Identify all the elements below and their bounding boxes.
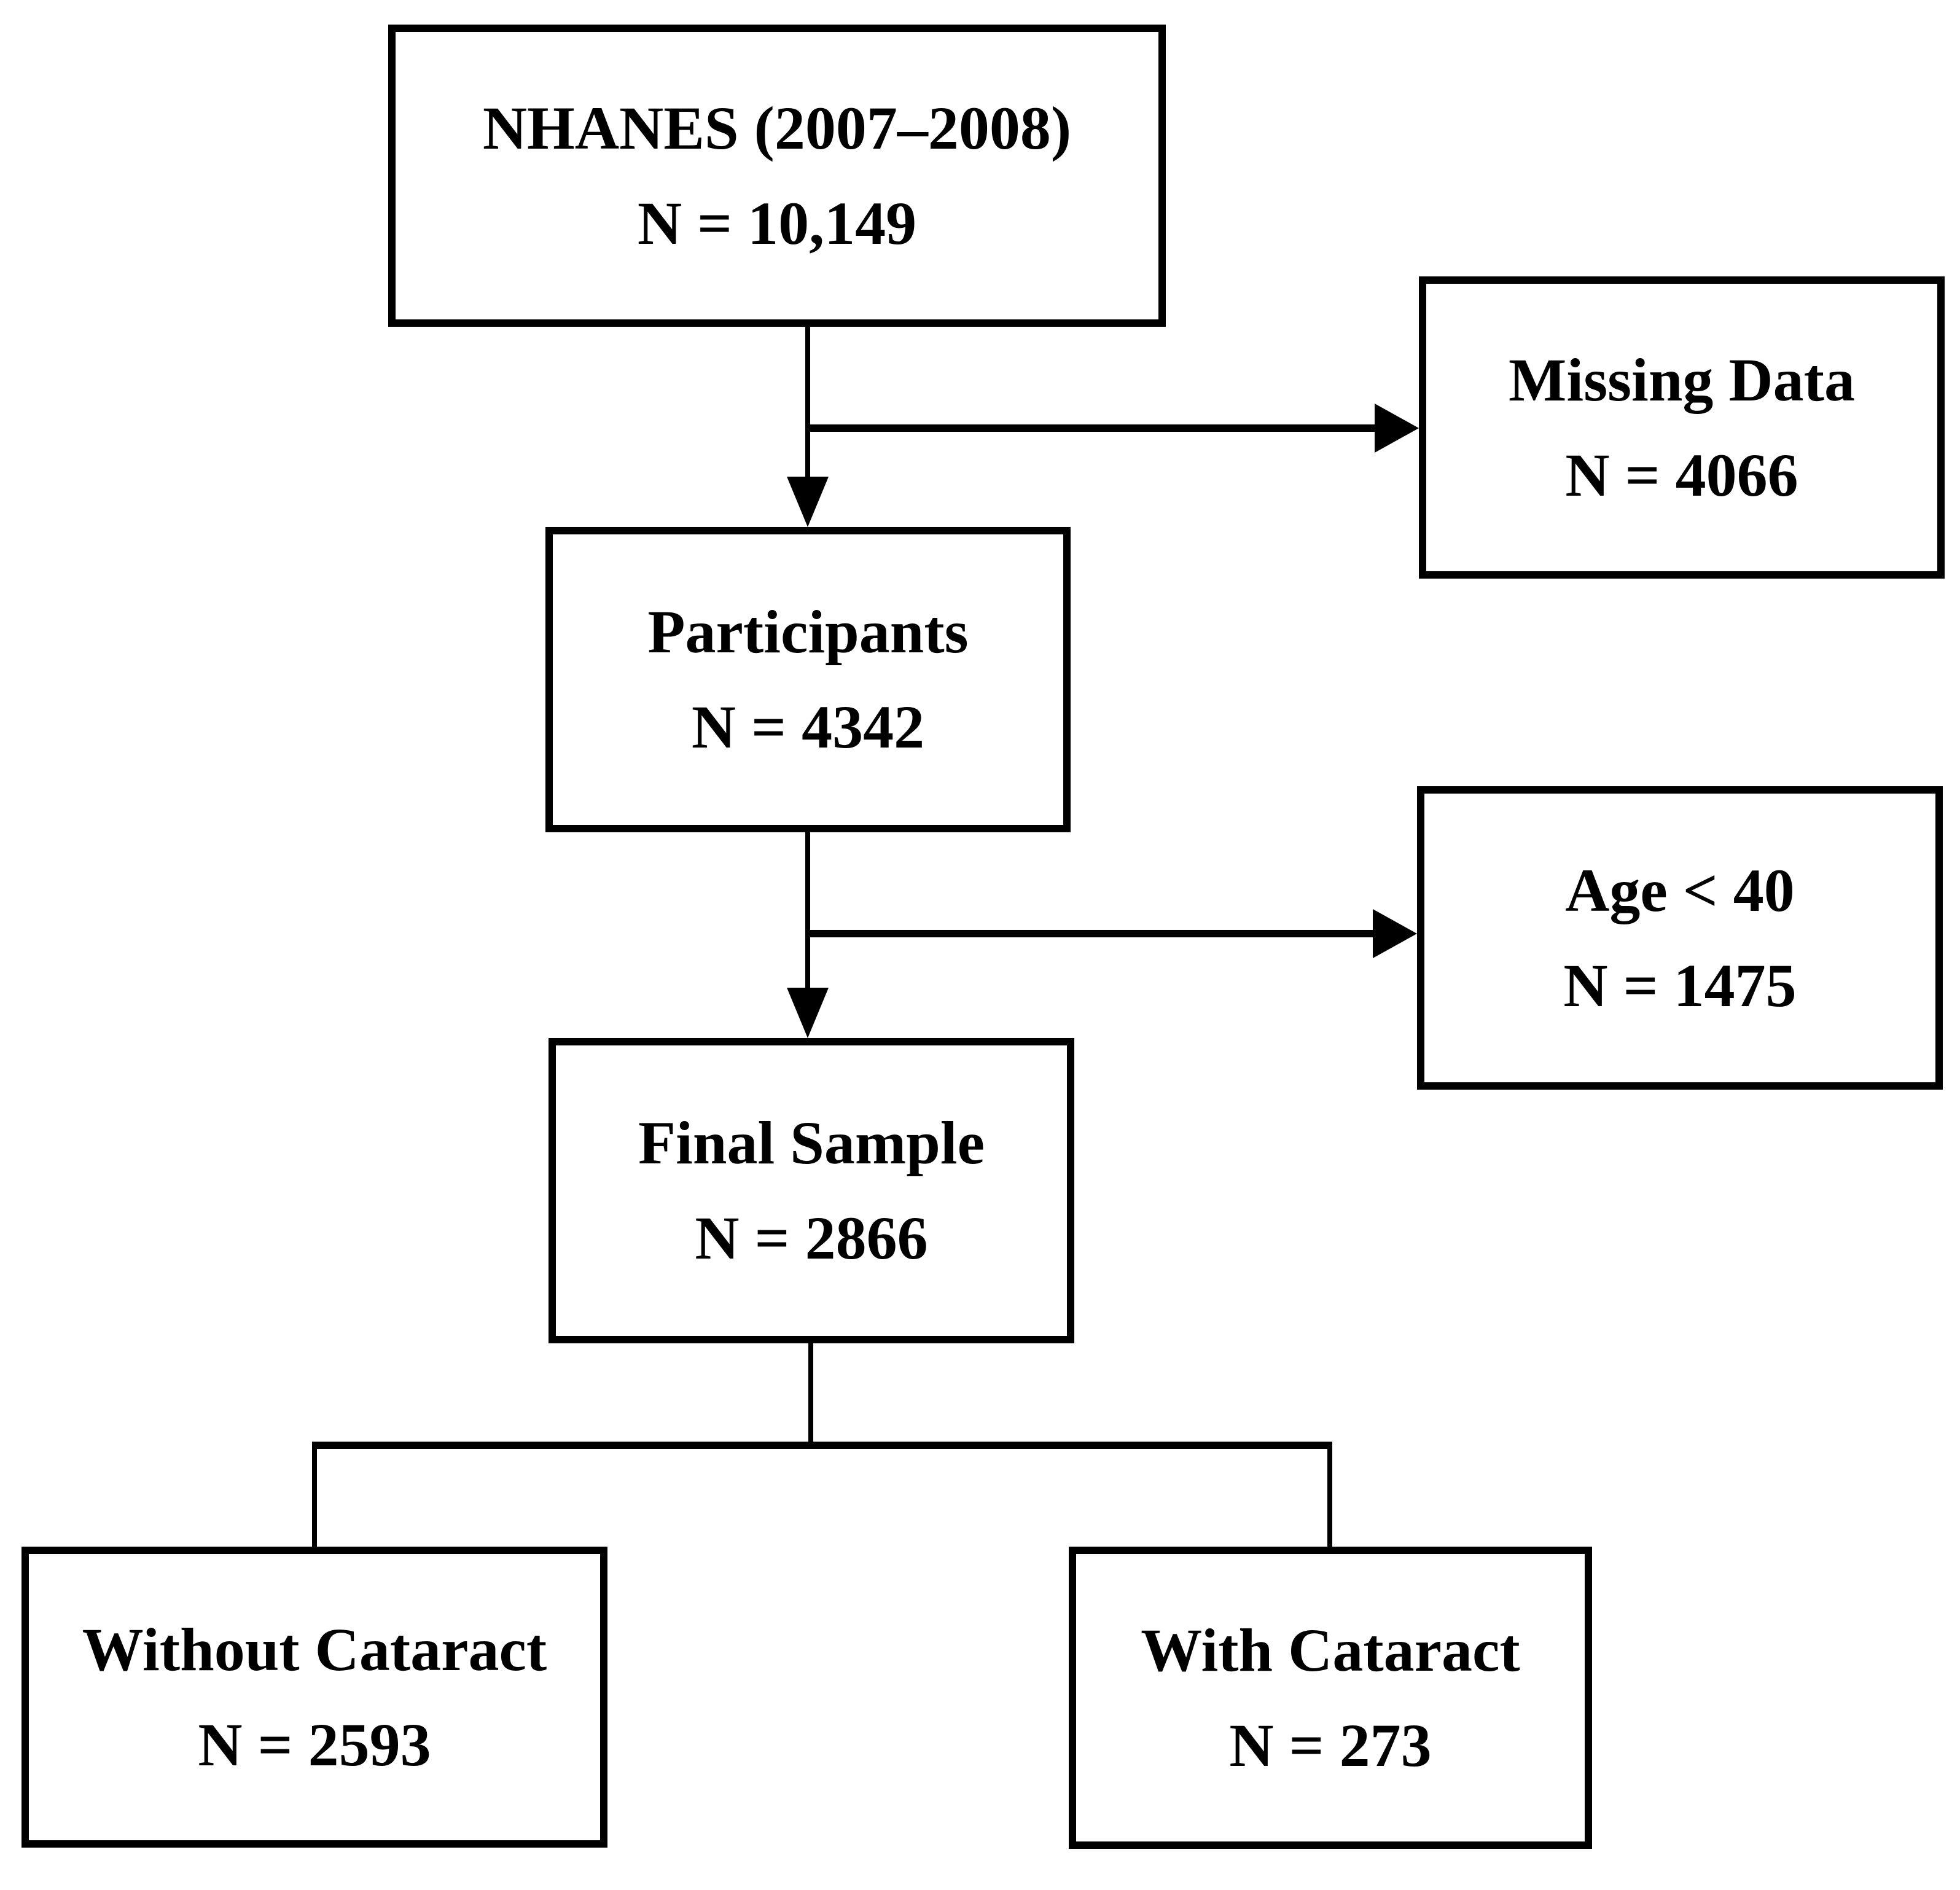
node-final-sample-label: Final Sample (638, 1109, 985, 1177)
node-age-under-40-label: Age < 40 (1565, 856, 1795, 924)
node-with-cataract-label: With Cataract (1141, 1615, 1520, 1684)
connector-participants-to-final-sample (805, 832, 810, 989)
node-without-cataract-count: N = 2593 (198, 1710, 431, 1779)
arrowhead-right-icon (1373, 909, 1417, 958)
node-missing-data-label: Missing Data (1509, 345, 1855, 414)
node-with-cataract-count: N = 273 (1229, 1711, 1432, 1779)
node-nhanes-count: N = 10,149 (637, 189, 917, 257)
node-with-cataract: With Cataract N = 273 (1069, 1547, 1592, 1849)
arrowhead-down-icon (787, 988, 829, 1038)
connector-split-bar (312, 1442, 1332, 1449)
connector-to-without-cataract (312, 1442, 317, 1547)
node-participants-label: Participants (647, 598, 969, 666)
node-participants-count: N = 4342 (691, 693, 925, 761)
node-missing-data-count: N = 4066 (1565, 440, 1798, 509)
node-missing-data: Missing Data N = 4066 (1419, 276, 1945, 579)
node-participants: Participants N = 4342 (545, 527, 1071, 832)
node-final-sample: Final Sample N = 2866 (549, 1038, 1074, 1343)
connector-to-with-cataract (1327, 1442, 1332, 1547)
node-without-cataract: Without Cataract N = 2593 (21, 1547, 607, 1848)
connector-nhanes-to-participants (805, 327, 810, 485)
connector-participants-to-age-under-40 (805, 930, 1374, 937)
arrowhead-down-icon (787, 477, 829, 527)
node-age-under-40: Age < 40 N = 1475 (1417, 786, 1943, 1090)
connector-final-sample-stem (808, 1343, 813, 1449)
node-nhanes: NHANES (2007–2008) N = 10,149 (388, 25, 1166, 327)
node-age-under-40-count: N = 1475 (1563, 951, 1797, 1020)
node-without-cataract-label: Without Cataract (82, 1615, 547, 1684)
connector-nhanes-to-missing-data (805, 424, 1378, 432)
node-nhanes-label: NHANES (2007–2008) (482, 93, 1072, 162)
node-final-sample-count: N = 2866 (695, 1204, 928, 1272)
arrowhead-right-icon (1375, 404, 1419, 453)
